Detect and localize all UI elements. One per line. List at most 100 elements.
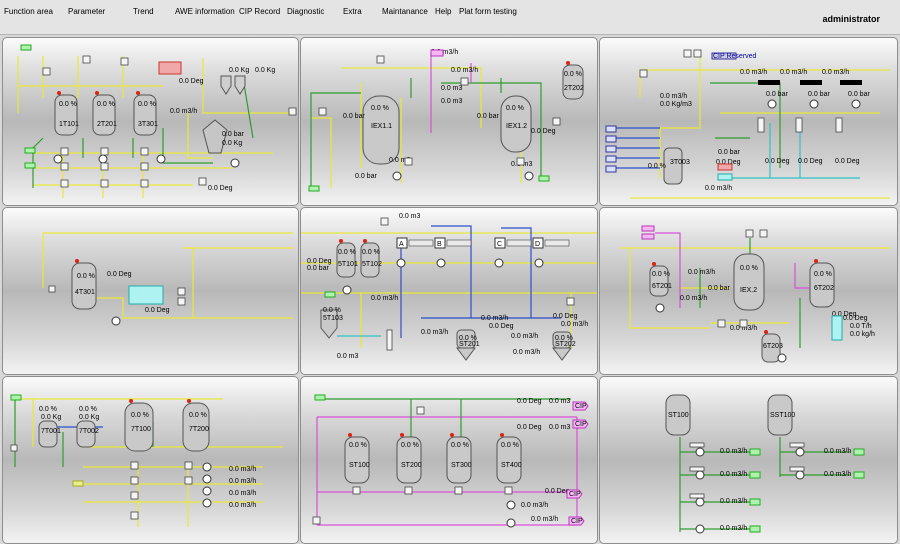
gauge-icon[interactable] (494, 258, 504, 268)
pump-icon[interactable] (524, 171, 534, 181)
menu-parameter[interactable]: Parameter (68, 7, 106, 16)
gauge-icon[interactable] (767, 99, 777, 109)
exchanger-iex1-1[interactable] (362, 95, 400, 165)
weight-1: 0.0 Kg (229, 67, 249, 74)
block-c[interactable] (494, 237, 506, 249)
pump-icon[interactable] (202, 486, 212, 496)
pump-icon[interactable] (795, 470, 805, 480)
hopper-b[interactable] (234, 75, 246, 95)
menu-cip-record[interactable]: CIP Record (239, 7, 281, 16)
cip-tag-3[interactable] (566, 489, 583, 499)
flow-meter[interactable] (831, 315, 843, 341)
tank-7t100[interactable] (124, 399, 154, 452)
tank-6t202[interactable] (809, 259, 835, 308)
volume-bottom: 0.0 m3 (337, 353, 359, 360)
deg-left: 0.0 Deg (307, 258, 332, 265)
pump-icon[interactable] (695, 524, 705, 534)
pump-icon[interactable] (392, 171, 402, 181)
red-unit[interactable] (158, 61, 182, 75)
gauge-icon[interactable] (396, 258, 406, 268)
cip-tag-2[interactable] (572, 419, 589, 429)
area-panel-9[interactable]: ST100 SST100 0.0 m3/h 0.0 m3/h 0.0 m3/h … (599, 376, 898, 544)
menu-awe-information[interactable]: AWE information (175, 7, 235, 16)
gauge-icon[interactable] (809, 99, 819, 109)
area-panel-5[interactable]: 0.0 % 0.0 % 5T101 5T102 5T103 0.0 % 0.0 … (300, 207, 598, 375)
cip-tag-1[interactable] (572, 401, 589, 411)
flow-1: 0.0 m3/h (688, 269, 715, 276)
volume-1: 0.0 m3 (441, 85, 463, 92)
weigh-hopper[interactable] (202, 119, 228, 154)
pump-icon[interactable] (695, 470, 705, 480)
tank-2t201[interactable] (92, 91, 116, 136)
pump-icon[interactable] (506, 500, 516, 510)
tank-sst100[interactable] (767, 394, 793, 436)
tank-st400[interactable] (496, 433, 522, 484)
cip-reserved-tag[interactable] (711, 52, 737, 60)
pump-icon[interactable] (156, 154, 166, 164)
cip-tag-4[interactable] (568, 516, 585, 526)
tank-7t200[interactable] (182, 399, 210, 452)
tank-5t102[interactable] (360, 239, 380, 278)
gauge-icon[interactable] (436, 258, 446, 268)
tank-5t101[interactable] (336, 239, 356, 278)
tank-6t203[interactable] (761, 330, 781, 363)
pump-icon[interactable] (777, 353, 787, 363)
tank-1t101[interactable] (54, 91, 78, 136)
tank-3t003[interactable] (663, 147, 683, 185)
tank-st100-b[interactable] (665, 394, 691, 436)
tank-6t201[interactable] (649, 262, 669, 297)
tank-st201[interactable] (456, 329, 476, 361)
pump-icon[interactable] (695, 497, 705, 507)
menu-trend[interactable]: Trend (133, 7, 154, 16)
area-panel-4[interactable]: 0.0 % 4T301 0.0 Deg 0.0 Deg (2, 207, 299, 375)
pump-icon[interactable] (53, 154, 63, 164)
pump-icon[interactable] (342, 285, 352, 295)
tank-st100[interactable] (344, 433, 370, 484)
menu-platform-testing[interactable]: Plat form testing (459, 7, 517, 16)
gauge-icon[interactable] (851, 99, 861, 109)
tank-st300[interactable] (446, 433, 472, 484)
block-c-label: C (497, 241, 502, 248)
tank-2t202[interactable] (562, 61, 584, 100)
exchanger-iex-2[interactable] (733, 253, 765, 311)
pump-icon[interactable] (795, 447, 805, 457)
pump-icon[interactable] (98, 154, 108, 164)
block-a[interactable] (396, 237, 408, 249)
tank-5t103[interactable] (320, 309, 338, 339)
tank-st200[interactable] (396, 433, 422, 484)
block-d[interactable] (532, 237, 544, 249)
area-panel-1[interactable]: 0.0 % 0.0 % 0.0 % 1T101 2T201 3T301 0.0 … (2, 37, 299, 206)
menu-maintanance[interactable]: Maintanance (382, 7, 428, 16)
menu-function-area[interactable]: Function area (4, 7, 53, 16)
display-box[interactable] (128, 285, 164, 305)
exchanger-iex1-2[interactable] (500, 95, 532, 153)
menu-extra[interactable]: Extra (343, 7, 362, 16)
tank-7t002[interactable] (76, 420, 96, 448)
tank-st202-label: ST202 (555, 341, 576, 348)
pump-icon[interactable] (695, 447, 705, 457)
pump-icon[interactable] (202, 498, 212, 508)
block-b[interactable] (434, 237, 446, 249)
kgh-reading: 0.0 kg/h (850, 331, 875, 338)
pump-icon[interactable] (655, 303, 665, 313)
menu-help[interactable]: Help (435, 7, 452, 16)
tank-st202[interactable] (552, 331, 572, 361)
tank-7t001[interactable] (38, 420, 58, 448)
menu-diagnostic[interactable]: Diagnostic (287, 7, 325, 16)
area-panel-3[interactable]: CIP Reserved 0.0 m3/h 0.0 m3/h 0.0 m3/h … (599, 37, 898, 206)
pump-icon[interactable] (230, 158, 240, 168)
gauge-icon[interactable] (534, 258, 544, 268)
tank-4t301[interactable] (71, 259, 97, 310)
pump-icon[interactable] (506, 518, 516, 528)
area-panel-6[interactable]: 0.0 % 6T201 0.0 % 6T202 0.0 % IEX.2 0.0 … (599, 207, 898, 375)
area-panel-8[interactable]: 0.0 % ST100 0.0 % ST200 0.0 % ST300 0.0 … (300, 376, 598, 544)
pump-icon[interactable] (202, 474, 212, 484)
tank-3t301[interactable] (133, 91, 157, 136)
pump-icon[interactable] (202, 462, 212, 472)
area-panel-2[interactable]: 0.0 % IEX1.1 0.0 % IEX1.2 0.0 % 2T202 0.… (300, 37, 598, 206)
pump-icon[interactable] (111, 316, 121, 326)
deg-bottom: 0.0 Deg (545, 488, 570, 495)
area-panel-7[interactable]: 7T001 7T002 0.0 % 7T100 0.0 % 7T200 0.0 … (2, 376, 299, 544)
hopper-a[interactable] (220, 75, 232, 95)
exchanger-label: IEX.2 (740, 287, 757, 294)
